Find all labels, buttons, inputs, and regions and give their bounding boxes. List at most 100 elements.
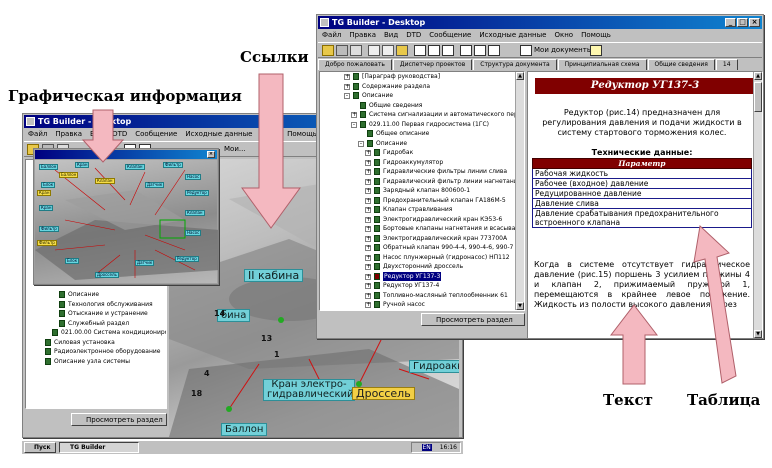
schematic-link-label[interactable]: Насос bbox=[185, 174, 202, 180]
menu-item[interactable]: Файл bbox=[28, 130, 48, 138]
menu-item[interactable]: DTD bbox=[406, 31, 422, 39]
schematic-link-label[interactable]: Фильтр bbox=[163, 162, 183, 168]
expand-icon[interactable]: + bbox=[365, 301, 372, 308]
menu-item[interactable]: Вид bbox=[383, 31, 399, 39]
scroll-down-button[interactable]: ▼ bbox=[754, 330, 762, 338]
grid3-icon[interactable] bbox=[488, 45, 500, 56]
menu-item[interactable]: Помощь bbox=[287, 130, 317, 138]
print-icon[interactable] bbox=[350, 45, 362, 56]
help-icon[interactable] bbox=[590, 45, 602, 56]
schematic-link-label[interactable]: Фильтр bbox=[37, 240, 57, 246]
expand-icon[interactable]: + bbox=[351, 111, 358, 118]
expand-icon[interactable]: + bbox=[344, 82, 351, 90]
tab[interactable]: Структура документа bbox=[473, 59, 557, 70]
tree-item[interactable]: +Топливно-масляный теплообменник 61 bbox=[320, 291, 516, 301]
tree-item[interactable]: -Описание bbox=[320, 139, 516, 149]
open-folder-icon[interactable] bbox=[322, 45, 334, 56]
tree-item[interactable]: -Описание bbox=[320, 91, 516, 101]
tree-item[interactable]: +[Параграф руководства] bbox=[320, 72, 516, 82]
expand-icon[interactable]: + bbox=[344, 73, 351, 80]
tree-item[interactable]: Отыскание и устранение bbox=[26, 309, 166, 319]
layout2-icon[interactable] bbox=[428, 45, 440, 56]
expand-icon[interactable]: + bbox=[365, 187, 372, 194]
my-docs-button[interactable]: Мои документы bbox=[534, 46, 593, 54]
expand-icon[interactable]: + bbox=[365, 225, 372, 232]
grid2-icon[interactable] bbox=[474, 45, 486, 56]
label-throttle[interactable]: Дроссель bbox=[352, 387, 415, 400]
taskbar-item-tg-builder[interactable]: TG Builder bbox=[59, 442, 139, 453]
collapse-icon[interactable]: - bbox=[358, 139, 364, 147]
schematic-link-label[interactable]: Баллон bbox=[59, 172, 79, 178]
scroll-up-button[interactable]: ▲ bbox=[754, 72, 762, 80]
expand-icon[interactable]: + bbox=[365, 149, 372, 156]
tab[interactable]: Принципиальная схема bbox=[557, 59, 647, 70]
copy-icon[interactable] bbox=[382, 45, 394, 56]
menu-item[interactable]: Окно bbox=[554, 31, 574, 39]
menu-item[interactable]: Сообщение bbox=[429, 31, 472, 39]
minimize-button[interactable]: _ bbox=[725, 18, 736, 27]
expand-icon[interactable]: + bbox=[365, 253, 372, 261]
menu-item[interactable]: Окно bbox=[260, 130, 280, 138]
tree-scrollbar[interactable]: ▲ ▼ bbox=[515, 72, 524, 310]
tree-item[interactable]: +Двухсторонний дроссель bbox=[320, 262, 516, 272]
collapse-icon[interactable]: - bbox=[344, 92, 350, 99]
schematic-link-label[interactable]: Редуктор bbox=[175, 256, 199, 262]
doc-scrollbar[interactable]: ▲ ▼ bbox=[753, 72, 762, 338]
tree-item[interactable]: +Зарядный клапан 800600-1 bbox=[320, 186, 516, 196]
back-view-section-button[interactable]: Просмотреть раздел bbox=[71, 413, 167, 426]
schematic-link-label[interactable]: Клапан bbox=[185, 210, 205, 216]
cut-icon[interactable] bbox=[368, 45, 380, 56]
schematic-link-label[interactable]: Кран bbox=[37, 190, 52, 196]
layout3-icon[interactable] bbox=[442, 45, 454, 56]
tab[interactable]: Добро пожаловать bbox=[318, 59, 392, 70]
paste-icon[interactable] bbox=[396, 45, 408, 56]
tree-item[interactable]: +Редуктор УГ137-3 bbox=[320, 271, 516, 281]
maximize-button[interactable]: □ bbox=[737, 18, 748, 27]
expand-icon[interactable]: + bbox=[365, 234, 372, 242]
expand-icon[interactable]: + bbox=[365, 244, 372, 251]
tree-item[interactable]: +Бортовые клапаны нагнетания и всасывани… bbox=[320, 224, 524, 234]
tree-item[interactable]: Служебный раздел bbox=[26, 319, 166, 329]
tree-item[interactable]: Общее описание bbox=[320, 129, 516, 139]
expand-icon[interactable]: + bbox=[365, 168, 372, 175]
tree-item[interactable]: +Ручной насос bbox=[320, 300, 516, 310]
schematic-link-label[interactable]: Насос bbox=[185, 230, 202, 236]
schematic-link-label[interactable]: Клапан bbox=[125, 164, 145, 170]
tree-item[interactable]: 021.00.00 Система кондиционирования bbox=[26, 328, 166, 338]
tree-item[interactable]: +Содержание раздела bbox=[320, 82, 516, 92]
tree-item[interactable]: Описание узла системы bbox=[26, 357, 166, 367]
tree-item[interactable]: Общие сведения bbox=[320, 101, 516, 111]
schematic-link-label[interactable]: Редуктор bbox=[185, 190, 209, 196]
expand-icon[interactable]: + bbox=[365, 291, 372, 299]
tree-item[interactable]: +Гидравлические фильтры линии слива bbox=[320, 167, 516, 177]
menu-item[interactable]: Помощь bbox=[581, 31, 611, 39]
layout-icon[interactable] bbox=[414, 45, 426, 56]
tree-item[interactable]: Радиоэлектронное оборудование bbox=[26, 347, 166, 357]
schematic-link-label[interactable]: Блок bbox=[65, 258, 80, 264]
tab[interactable]: Диспетчер проектов bbox=[392, 59, 473, 70]
tree-item[interactable]: +Насос плунжерный (гидронасос) НП112 bbox=[320, 253, 516, 263]
expand-icon[interactable]: + bbox=[365, 206, 372, 213]
schematic-link-label[interactable]: Датчик bbox=[135, 260, 155, 266]
tree-item[interactable]: +Электрогидравлический кран 773700А bbox=[320, 234, 516, 244]
my-docs-icon[interactable] bbox=[520, 45, 532, 56]
scroll-thumb[interactable] bbox=[754, 82, 762, 112]
front-view-section-button[interactable]: Просмотреть раздел bbox=[421, 313, 525, 326]
menu-item[interactable]: Правка bbox=[55, 130, 82, 138]
menu-item[interactable]: Исходные данные bbox=[185, 130, 253, 138]
schematic-link-label[interactable]: Дроссель bbox=[95, 272, 119, 278]
menu-item[interactable]: Правка bbox=[349, 31, 376, 39]
expand-icon[interactable]: + bbox=[365, 215, 372, 223]
start-button[interactable]: Пуск bbox=[24, 442, 56, 453]
grid-icon[interactable] bbox=[460, 45, 472, 56]
tree-item[interactable]: +Система сигнализации и автоматического … bbox=[320, 110, 524, 120]
tab[interactable]: Общие сведения bbox=[647, 59, 715, 70]
schematic-link-label[interactable]: Фильтр bbox=[39, 226, 59, 232]
menu-item[interactable]: Вид bbox=[89, 130, 105, 138]
tree-item[interactable]: Технология обслуживания bbox=[26, 300, 166, 310]
expand-icon[interactable]: + bbox=[365, 272, 372, 280]
schematic-link-label[interactable]: Клапан bbox=[95, 178, 115, 184]
expand-icon[interactable]: + bbox=[365, 196, 372, 204]
tools-icon[interactable] bbox=[336, 45, 348, 56]
label-cabin[interactable]: бина bbox=[217, 309, 251, 322]
